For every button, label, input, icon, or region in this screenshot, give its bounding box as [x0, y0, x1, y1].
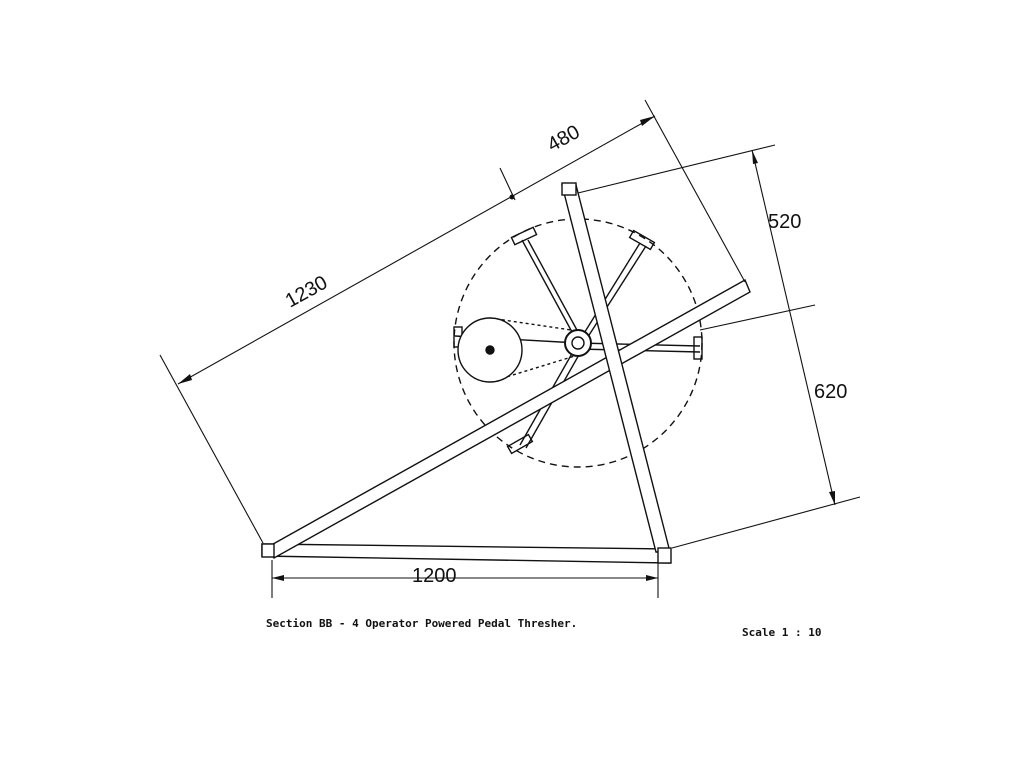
- leg-bar: [561, 184, 671, 553]
- drawing-scale: Scale 1 : 10: [742, 626, 822, 639]
- base-bar: [261, 543, 671, 564]
- dim-520: 520: [768, 211, 801, 233]
- dim-1200: 1200: [412, 565, 457, 587]
- dim-1230: 1230: [282, 272, 332, 313]
- dimension-lines: [159, 99, 861, 598]
- diagonal-bar: [264, 279, 751, 559]
- dim-620: 620: [814, 381, 847, 403]
- hub: [564, 329, 592, 357]
- drawing-caption: Section BB - 4 Operator Powered Pedal Th…: [266, 617, 578, 630]
- dim-480: 480: [544, 121, 584, 156]
